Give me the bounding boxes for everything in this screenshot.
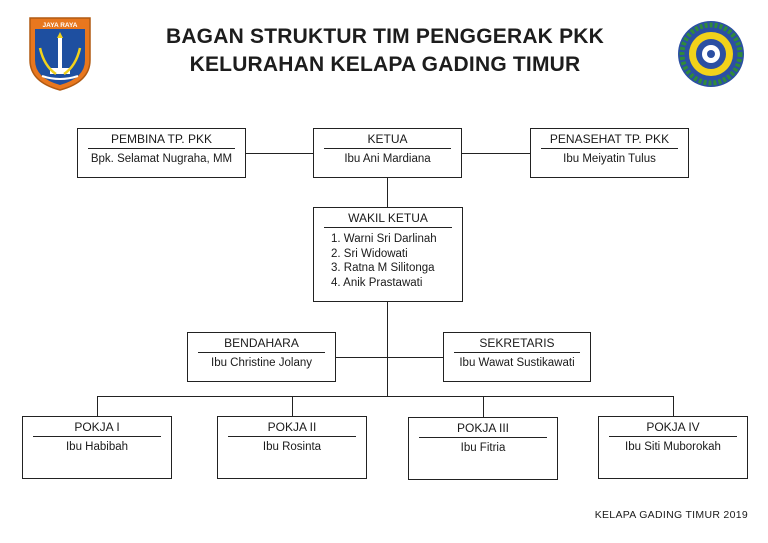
node-role: SEKRETARIS — [454, 336, 580, 353]
node-role: WAKIL KETUA — [324, 211, 452, 228]
node-person: Ibu Siti Muborokah — [625, 441, 721, 453]
connector-sekretaris — [387, 357, 443, 358]
footer-caption: KELAPA GADING TIMUR 2019 — [594, 509, 748, 521]
node-role: POKJA III — [419, 421, 547, 438]
node-person: Bpk. Selamat Nugraha, MM — [90, 153, 233, 165]
node-role: POKJA I — [33, 420, 161, 437]
node-role: KETUA — [324, 132, 451, 149]
connector-pokja3 — [483, 396, 484, 418]
connector-main-trunk — [387, 301, 388, 396]
node-pokja-2: POKJA II Ibu Rosinta — [217, 416, 367, 479]
node-person: Ibu Fitria — [460, 442, 506, 454]
node-role: PEMBINA TP. PKK — [88, 132, 235, 149]
node-role: PENASEHAT TP. PKK — [541, 132, 678, 149]
node-person: Ibu Ani Mardiana — [344, 153, 431, 165]
node-bendahara: BENDAHARA Ibu Christine Jolany — [187, 332, 336, 382]
connector-pokja1 — [97, 396, 98, 417]
connector-pokja2 — [292, 396, 293, 417]
connector-ketua-wakil — [387, 177, 388, 207]
node-ketua: KETUA Ibu Ani Mardiana — [313, 128, 462, 178]
chart-title-line-2: KELURAHAN KELAPA GADING TIMUR — [189, 53, 581, 76]
node-person: Ibu Christine Jolany — [211, 357, 312, 369]
node-pokja-3: POKJA III Ibu Fitria — [408, 417, 558, 480]
connector-pembina-ketua — [245, 153, 313, 154]
logo-motto: JAYA RAYA — [43, 22, 78, 29]
node-role: BENDAHARA — [198, 336, 325, 353]
node-role: POKJA IV — [609, 420, 737, 437]
pkk-emblem-icon — [678, 21, 744, 87]
node-sekretaris: SEKRETARIS Ibu Wawat Sustikawati — [443, 332, 591, 382]
node-person: Ibu Wawat Sustikawati — [459, 357, 575, 369]
connector-pokja4 — [673, 396, 674, 417]
node-penasehat: PENASEHAT TP. PKK Ibu Meiyatin Tulus — [530, 128, 689, 178]
node-role: POKJA II — [228, 420, 356, 437]
node-pokja-1: POKJA I Ibu Habibah — [22, 416, 172, 479]
member-item: 2. Sri Widowati — [331, 247, 408, 260]
jakarta-emblem-icon: JAYA RAYA — [29, 17, 91, 91]
member-item: 1. Warni Sri Darlinah — [331, 233, 437, 245]
node-wakil-ketua: WAKIL KETUA 1. Warni Sri Darlinah 2. Sri… — [313, 207, 463, 302]
member-item: 4. Anik Prastawati — [331, 276, 423, 289]
node-pembina: PEMBINA TP. PKK Bpk. Selamat Nugraha, MM — [77, 128, 246, 178]
node-person: Ibu Meiyatin Tulus — [563, 153, 656, 165]
member-item: 3. Ratna M Silitonga — [331, 262, 435, 274]
node-pokja-4: POKJA IV Ibu Siti Muborokah — [598, 416, 748, 479]
connector-bendahara — [335, 357, 387, 358]
connector-ketua-penasehat — [461, 153, 530, 154]
node-person: Ibu Habibah — [65, 441, 129, 453]
node-person: Ibu Rosinta — [262, 441, 322, 453]
chart-title-line-1: BAGAN STRUKTUR TIM PENGGERAK PKK — [165, 25, 605, 48]
connector-pokja-bar — [97, 396, 674, 397]
